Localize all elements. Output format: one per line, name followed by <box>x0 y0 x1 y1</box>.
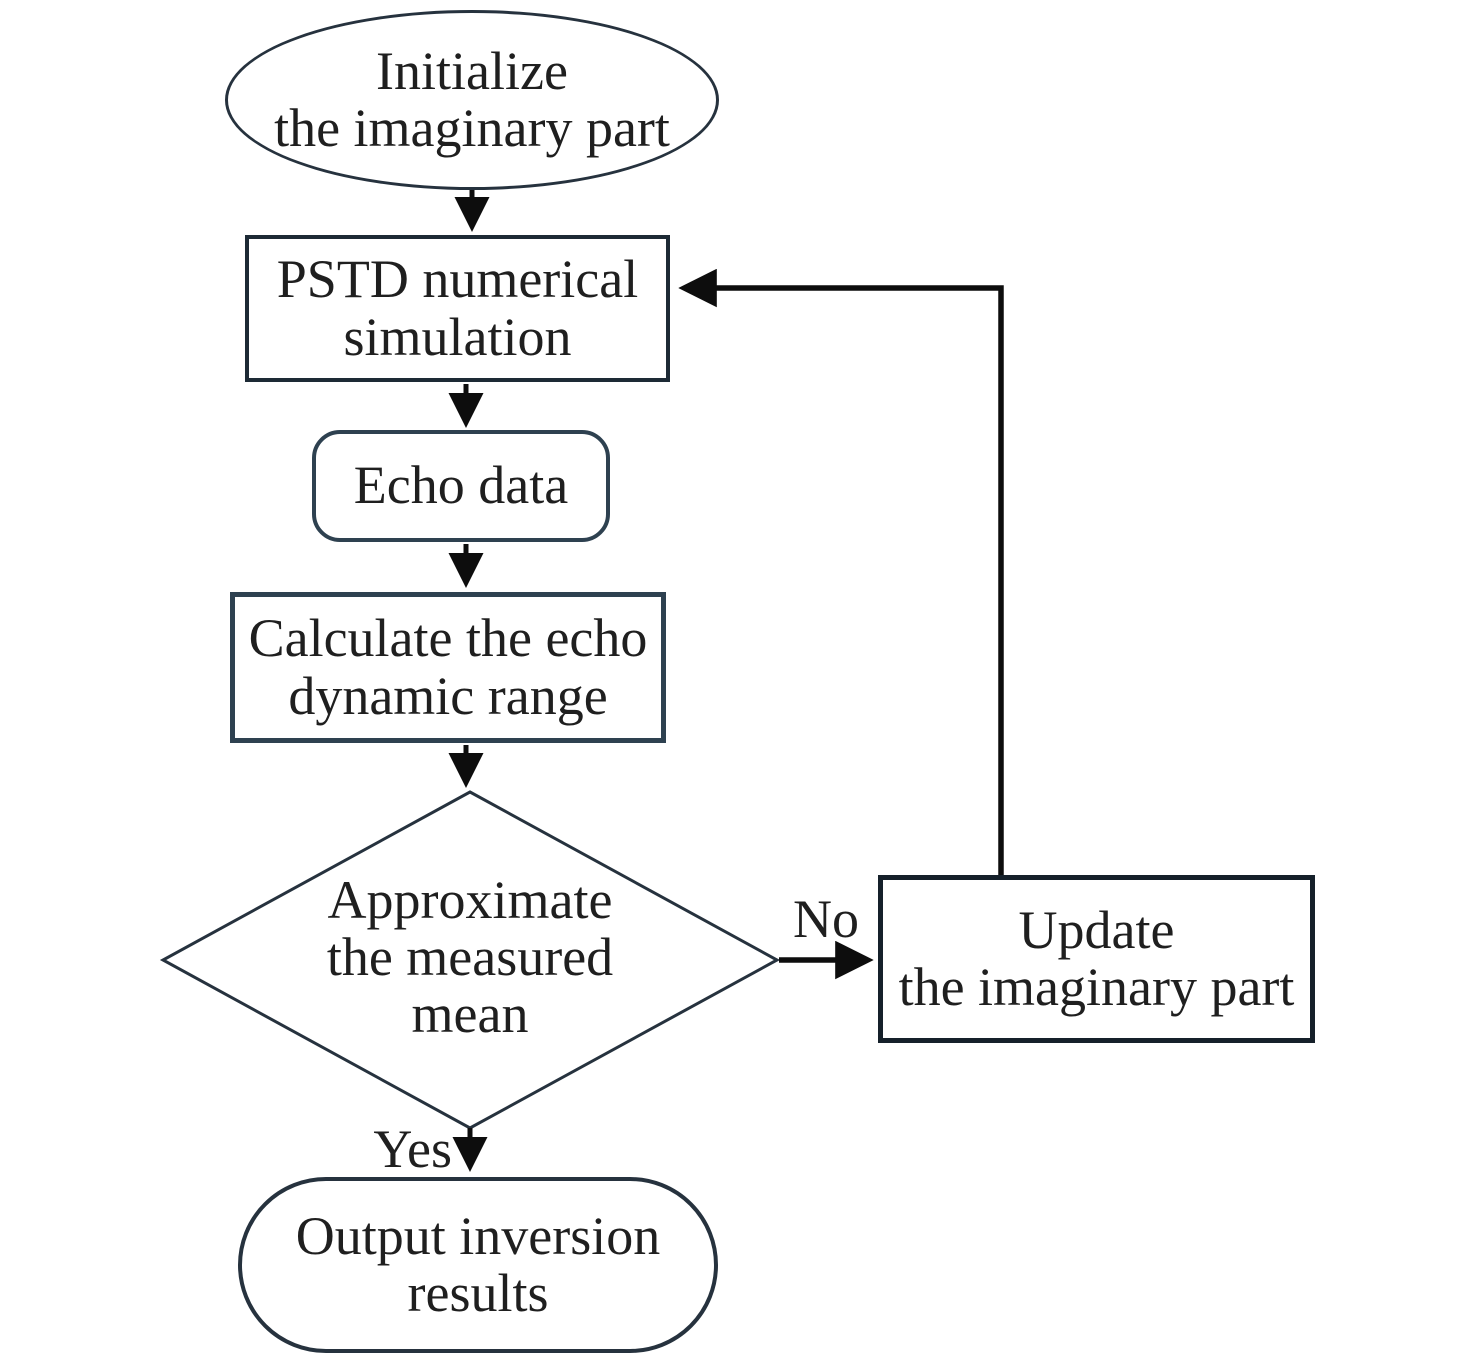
pstd-simulation-box: PSTD numerical simulation <box>245 235 670 382</box>
decision-label-line3: mean <box>411 984 529 1045</box>
calc-label-line2: dynamic range <box>288 665 608 726</box>
arrow-update-to-pstd-feedback <box>678 268 1004 875</box>
no-branch-label: No <box>793 889 859 949</box>
output-label-line2: results <box>407 1263 549 1323</box>
start-label-line2: the imaginary part <box>274 98 670 158</box>
start-ellipse: Initialize the imaginary part <box>225 10 719 190</box>
decision-diamond-label: Approximate the measured mean <box>280 870 660 1045</box>
update-imaginary-part-box: Update the imaginary part <box>878 875 1315 1043</box>
output-results-box: Output inversion results <box>238 1177 718 1353</box>
echo-label: Echo data <box>353 455 569 516</box>
pstd-label-line1: PSTD numerical <box>276 249 639 310</box>
update-label-line1: Update <box>1018 899 1175 960</box>
pstd-label-line2: simulation <box>343 306 572 367</box>
yes-branch-label: Yes <box>373 1119 452 1179</box>
decision-label-line1: Approximate <box>327 870 613 930</box>
start-label-line1: Initialize <box>376 40 568 101</box>
update-label-line2: the imaginary part <box>898 957 1295 1017</box>
echo-data-box: Echo data <box>312 430 610 542</box>
calculate-dynamic-range-box: Calculate the echo dynamic range <box>230 592 666 743</box>
decision-label-line2: the measured <box>326 927 614 988</box>
output-label-line1: Output inversion <box>295 1205 661 1266</box>
calc-label-line1: Calculate the echo <box>248 608 648 669</box>
